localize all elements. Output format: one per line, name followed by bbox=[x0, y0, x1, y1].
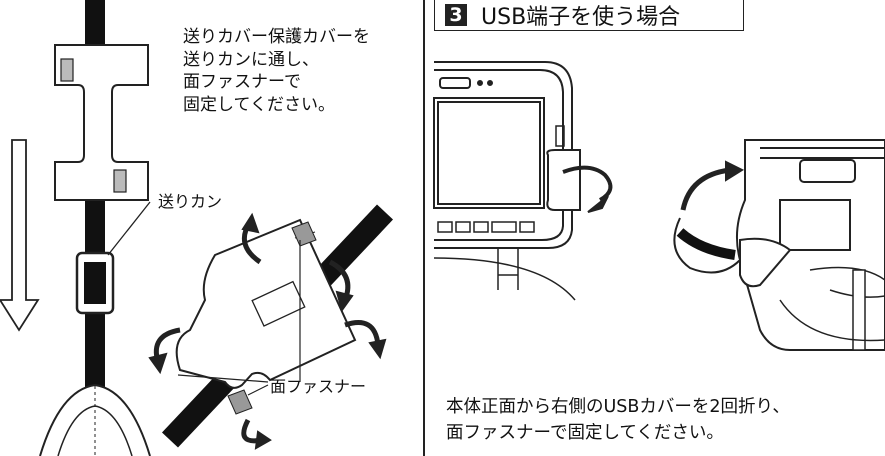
step-title: USB端子を使う場合 bbox=[481, 5, 681, 30]
instruction-line: 面ファスナーで bbox=[183, 72, 301, 92]
okuri-kan-label: 送りカン bbox=[158, 192, 223, 211]
instruction-line: 送りカバー保護カバーを bbox=[183, 27, 370, 47]
caption-line: 本体正面から右側のUSBカバーを2回折り、 bbox=[446, 397, 790, 417]
instruction-line: 送りカンに通し、 bbox=[183, 49, 319, 70]
fastener-label: 面ファスナー bbox=[270, 377, 367, 396]
column-divider bbox=[423, 0, 425, 456]
left-instruction: 送りカバー保護カバーを 送りカンに通し、 面ファスナーで 固定してください。 bbox=[183, 26, 423, 116]
device-side-illustration bbox=[673, 139, 885, 351]
right-caption: 本体正面から右側のUSBカバーを2回折り、 面ファスナーで固定してください。 bbox=[446, 394, 876, 446]
instruction-line: 固定してください。 bbox=[183, 94, 335, 115]
wrapped-cover-illustration bbox=[148, 204, 394, 450]
strap-illustration bbox=[0, 0, 151, 456]
step-header: 3 USB端子を使う場合 bbox=[434, 0, 744, 31]
step-number: 3 bbox=[445, 4, 467, 26]
caption-line: 面ファスナーで固定してください。 bbox=[446, 423, 724, 443]
device-front-illustration bbox=[433, 61, 613, 301]
